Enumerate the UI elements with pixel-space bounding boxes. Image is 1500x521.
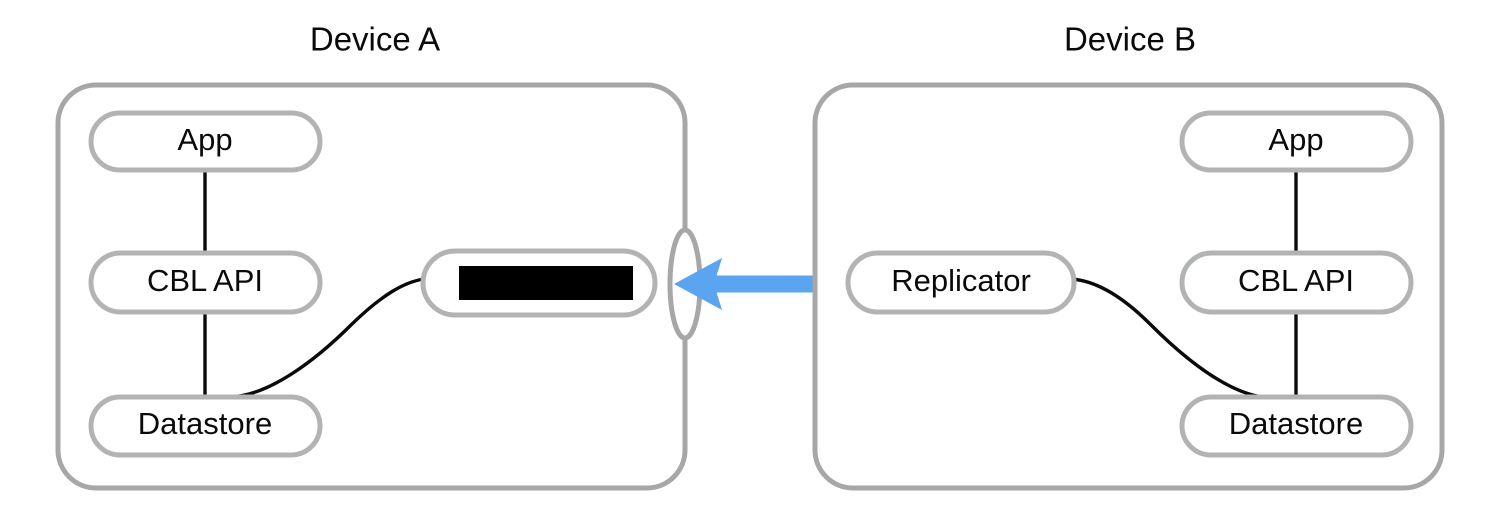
device-b-title: Device B	[1064, 21, 1196, 58]
device-a-group: Device A App CBL API Datastore	[55, 21, 703, 491]
device-b-container	[812, 82, 1445, 491]
node-b-cbl-api[interactable]: CBL API	[1179, 250, 1414, 315]
node-b-cbl-api-label: CBL API	[1238, 263, 1354, 298]
node-b-replicator-shape	[845, 250, 1077, 315]
node-a-app-shape	[88, 110, 323, 173]
node-b-app[interactable]: App	[1179, 110, 1414, 173]
node-a-cbl-api-label: CBL API	[147, 263, 263, 298]
device-b-group: Device B Replicator App CBL API	[812, 21, 1445, 491]
redaction-bar	[459, 266, 633, 300]
node-b-app-label: App	[1268, 122, 1323, 157]
node-b-datastore-shape	[1179, 394, 1414, 458]
device-a-title: Device A	[310, 21, 440, 58]
node-a-cbl-api-shape	[88, 250, 323, 315]
link-b-replicator-to-datastore	[1071, 277, 1273, 400]
node-b-datastore[interactable]: Datastore	[1179, 394, 1414, 458]
node-a-app[interactable]: App	[88, 110, 323, 173]
replication-arrow-head	[674, 258, 722, 310]
node-b-app-shape	[1179, 110, 1414, 173]
node-b-replicator[interactable]: Replicator	[845, 250, 1077, 315]
node-b-datastore-label: Datastore	[1229, 406, 1363, 441]
node-a-datastore[interactable]: Datastore	[88, 394, 323, 458]
node-a-datastore-shape	[88, 394, 323, 458]
node-a-cbl-api[interactable]: CBL API	[88, 250, 323, 315]
node-b-cbl-api-shape	[1179, 250, 1414, 315]
node-a-redacted[interactable]	[420, 248, 658, 318]
link-a-datastore-to-listener	[227, 277, 425, 399]
node-a-app-label: App	[177, 122, 232, 157]
node-a-datastore-label: Datastore	[138, 406, 272, 441]
node-b-replicator-label: Replicator	[891, 263, 1031, 298]
